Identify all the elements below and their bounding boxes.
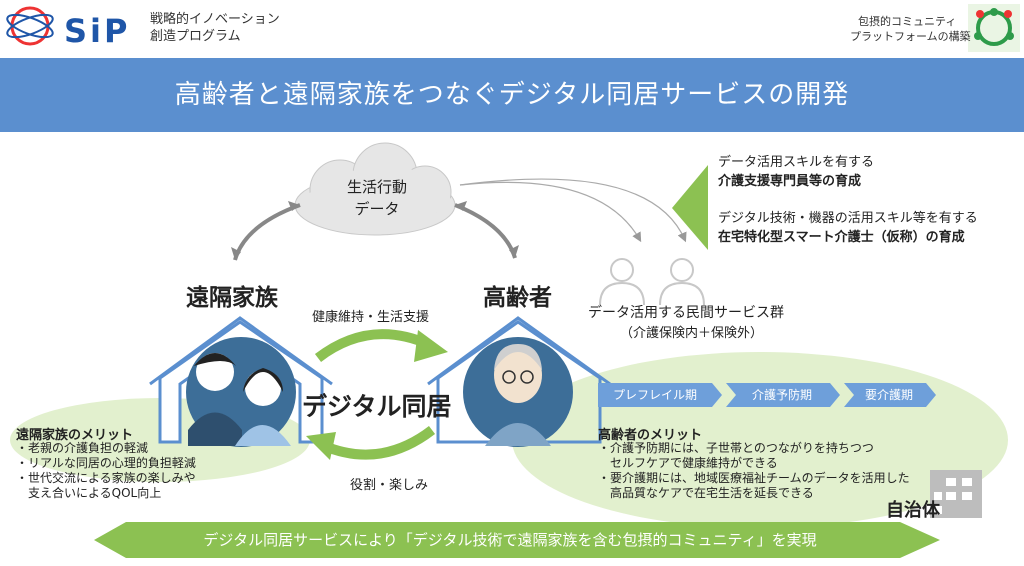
- training-line2: 介護支援専門員等の育成: [718, 174, 862, 189]
- services-line2: （介護保険内＋保険外）: [620, 326, 764, 341]
- family-merit-2: ・リアルな同居の心理的負担軽減: [16, 456, 196, 470]
- training-line4: 在宅特化型スマート介護士（仮称）の育成: [718, 230, 965, 245]
- page-title: 高齢者と遠隔家族をつなぐデジタル同居サービスの開発: [174, 80, 850, 110]
- community-logo: [968, 4, 1020, 52]
- cycle-arrow-bottom: [320, 426, 436, 460]
- header-right-line2: プラットフォームの構築: [850, 30, 971, 43]
- data-flow-arrow-1: [459, 181, 642, 243]
- phase-shape-1: [598, 383, 722, 407]
- phase-shape-2: [726, 383, 840, 407]
- family-avatar: [186, 337, 296, 447]
- family-house: [149, 316, 333, 444]
- elder-merit-4: 高品質なケアで在宅生活を延長できる: [598, 486, 814, 500]
- sip-logo-text: SiP: [64, 12, 131, 50]
- phase-label-1: プレフレイル期: [612, 388, 697, 402]
- training-line1: データ活用スキルを有する: [718, 155, 875, 170]
- elder-avatar: [463, 337, 573, 447]
- elder-merit-2: セルフケアで健康維持ができる: [598, 456, 778, 470]
- bottom-banner-text: デジタル同居サービスにより「デジタル技術で遠隔家族を含む包摂的コミュニティ」を実…: [203, 531, 817, 549]
- header-right-line1: 包摂的コミュニティ: [858, 15, 957, 28]
- elder-merit-1: ・介護予防期には、子世帯とのつながりを持ちつつ: [598, 441, 874, 455]
- cloud-label-line2: データ: [354, 200, 400, 218]
- elder-merit-3: ・要介護期には、地域医療福祉チームのデータを活用した: [598, 471, 910, 485]
- sip-logo: [6, 6, 54, 46]
- municipality-label: 自治体: [886, 500, 940, 521]
- cycle-arrow-top: [314, 329, 433, 362]
- training-line3: デジタル技術・機器の活用スキル等を有する: [718, 211, 978, 226]
- phase-shape-3: [844, 383, 936, 407]
- cloud-elder-arrow: [454, 203, 517, 259]
- elder-merit-title: 高齢者のメリット: [598, 428, 703, 443]
- title-bar: [0, 58, 1024, 132]
- center-top-label: 健康維持・生活支援: [312, 310, 430, 325]
- data-flow-arrow-2: [459, 178, 687, 243]
- bottom-banner-shape: [94, 522, 940, 558]
- center-bottom-label: 役割・楽しみ: [350, 478, 429, 493]
- cloud-family-arrow: [233, 203, 301, 261]
- family-merit-4: 支え合いによるQOL向上: [16, 486, 162, 500]
- building-icon: [930, 470, 982, 518]
- center-main-label: デジタル同居: [302, 392, 452, 421]
- phase-label-2: 介護予防期: [751, 388, 812, 402]
- training-arrow: [672, 165, 708, 250]
- program-name-line1: 戦略的イノベーション: [150, 12, 280, 27]
- elder-house: [427, 316, 611, 444]
- family-merit-3: ・世代交流による家族の楽しみや: [16, 471, 196, 485]
- elder-label: 高齢者: [483, 285, 552, 311]
- staff-icon: [599, 258, 705, 306]
- cloud-label-line1: 生活行動: [346, 178, 407, 196]
- program-name-line2: 創造プログラム: [150, 29, 241, 44]
- family-merit-title: 遠隔家族のメリット: [16, 428, 134, 443]
- family-merit-1: ・老親の介護負担の軽減: [16, 441, 149, 455]
- cloud-shape: [294, 142, 456, 236]
- family-label: 遠隔家族: [186, 285, 278, 311]
- services-line1: データ活用する民間サービス群: [588, 305, 784, 321]
- phase-label-3: 要介護期: [864, 388, 913, 402]
